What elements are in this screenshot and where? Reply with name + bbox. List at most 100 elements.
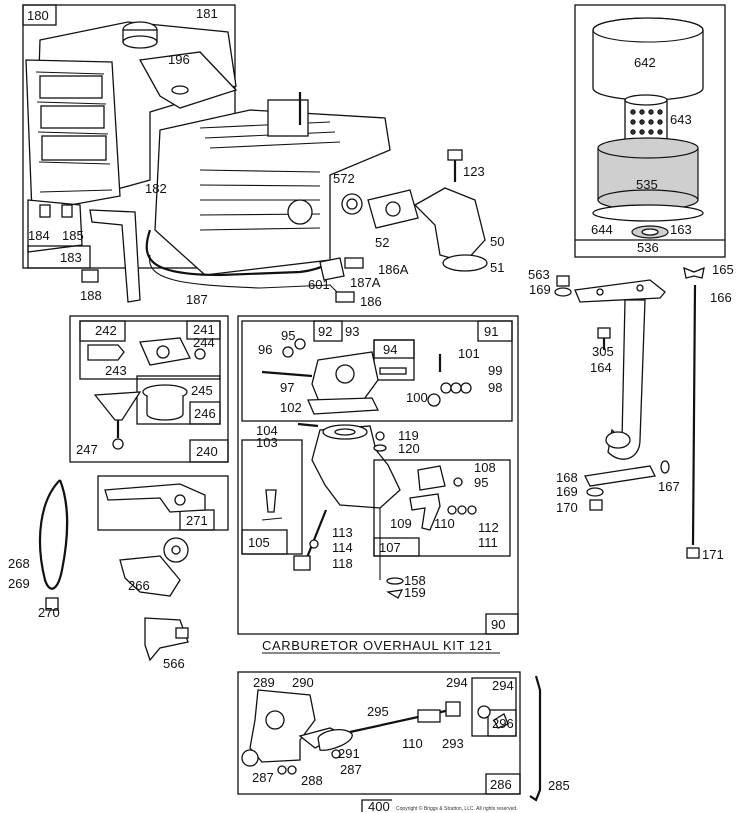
governor-linkage-group xyxy=(554,266,705,559)
label-295: 295 xyxy=(367,704,389,719)
label-269: 269 xyxy=(8,576,30,591)
label-296: 296 xyxy=(492,716,514,731)
nut-270 xyxy=(45,597,59,611)
spring-114 xyxy=(309,539,319,549)
label-185: 185 xyxy=(62,228,84,243)
frame-271 xyxy=(97,475,229,531)
label-96: 96 xyxy=(258,342,272,357)
label-91: 91 xyxy=(484,324,498,339)
carburetor-group xyxy=(237,315,519,635)
label-566: 566 xyxy=(163,656,185,671)
carburetor-overhaul-kit-caption: CARBURETOR OVERHAUL KIT 121 xyxy=(262,638,493,653)
label-93: 93 xyxy=(345,324,359,339)
shaft-97 xyxy=(261,370,313,378)
wing-nut-165 xyxy=(683,266,705,279)
cylinder-head-bolt-boss xyxy=(267,99,309,137)
label-90: 90 xyxy=(491,617,505,632)
label-168: 168 xyxy=(556,470,578,485)
label-270: 270 xyxy=(38,605,60,620)
intake-port xyxy=(287,199,313,225)
needle-94 xyxy=(379,367,407,375)
clip-184 xyxy=(39,204,51,218)
washer-287 xyxy=(331,749,341,759)
lever-293 xyxy=(417,709,441,723)
screw-170 xyxy=(589,499,603,511)
label-95-right: 95 xyxy=(474,475,488,490)
pump-fitting-242 xyxy=(87,344,125,361)
frame-92-tag xyxy=(313,320,343,342)
label-100: 100 xyxy=(406,390,428,405)
spring-99 xyxy=(440,382,452,394)
screw-119 xyxy=(375,431,385,441)
label-535: 535 xyxy=(636,177,658,192)
label-271: 271 xyxy=(186,513,208,528)
clip-294 xyxy=(477,705,491,719)
tank-support-bracket xyxy=(89,209,141,303)
label-164: 164 xyxy=(590,360,612,375)
label-105: 105 xyxy=(248,535,270,550)
label-108: 108 xyxy=(474,460,496,475)
clip-296 xyxy=(493,713,509,729)
label-242: 242 xyxy=(95,323,117,338)
spring-120 xyxy=(373,444,387,452)
label-111: 111 xyxy=(478,535,498,550)
label-104: 104 xyxy=(256,423,278,438)
fitting-186a xyxy=(344,257,364,269)
throttle-lever-108 xyxy=(417,465,446,491)
fuel-pump-group xyxy=(69,315,229,463)
part-labels: 180 181 196 182 184 185 183 188 187 186 … xyxy=(8,6,734,813)
label-103: 103 xyxy=(256,435,278,450)
label-536: 536 xyxy=(637,240,659,255)
frame-183 xyxy=(27,245,91,269)
label-246: 246 xyxy=(194,406,216,421)
label-285: 285 xyxy=(548,778,570,793)
label-240: 240 xyxy=(196,444,218,459)
clip-185 xyxy=(61,204,73,218)
air-cleaner-group xyxy=(574,4,726,258)
label-601: 601 xyxy=(308,277,330,292)
label-114: 114 xyxy=(332,540,353,555)
label-169-bottom: 169 xyxy=(556,484,578,499)
label-244: 244 xyxy=(193,335,215,350)
carburetor-plate-102 xyxy=(307,397,380,415)
frame-90 xyxy=(237,315,519,635)
fitting-188 xyxy=(81,269,99,283)
label-171: 171 xyxy=(702,547,724,562)
label-92: 92 xyxy=(318,324,332,339)
label-170: 170 xyxy=(556,500,578,515)
label-180: 180 xyxy=(27,8,49,23)
label-52: 52 xyxy=(375,235,389,250)
frame-241 xyxy=(79,320,221,380)
label-188: 188 xyxy=(80,288,102,303)
elbow-gasket-51 xyxy=(442,254,488,272)
screw-123 xyxy=(447,149,463,161)
label-643: 643 xyxy=(670,112,692,127)
carburetor-main-body xyxy=(311,425,401,509)
label-51: 51 xyxy=(490,260,504,275)
label-169-top: 169 xyxy=(529,282,551,297)
frame-240 xyxy=(69,315,229,463)
needle-valve-113 xyxy=(304,509,328,561)
screw-95 xyxy=(294,338,306,350)
spring-159 xyxy=(386,589,404,599)
gasket-158 xyxy=(386,577,404,585)
label-110-carb: 110 xyxy=(434,516,455,531)
screw-112 xyxy=(467,505,477,515)
frame-90-tag xyxy=(485,613,519,635)
lever-109 xyxy=(409,493,441,531)
label-268: 268 xyxy=(8,556,30,571)
label-98: 98 xyxy=(488,380,502,395)
spring-291 xyxy=(317,728,353,751)
label-163: 163 xyxy=(670,222,692,237)
label-186: 186 xyxy=(360,294,382,309)
label-196: 196 xyxy=(168,52,190,67)
frame-286-tag xyxy=(485,773,521,795)
label-243: 243 xyxy=(105,363,127,378)
spring-110 xyxy=(447,505,457,515)
control-panel-group xyxy=(237,671,542,802)
label-99: 99 xyxy=(488,363,502,378)
label-113: 113 xyxy=(332,525,353,540)
label-186a: 186A xyxy=(378,262,409,277)
copyright-notice: Copyright © Briggs & Stratton, LLC. All … xyxy=(396,805,518,812)
